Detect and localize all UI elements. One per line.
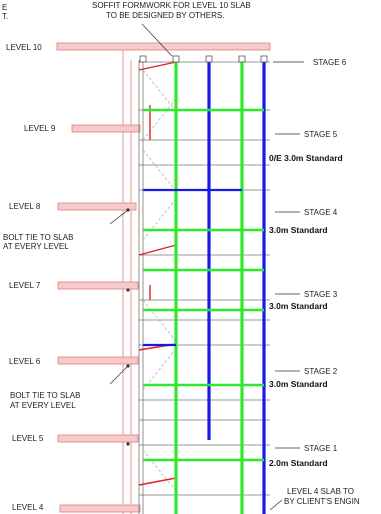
stage-3-standard: 3.0m Standard — [269, 301, 328, 311]
note-bolt-lower-2: AT EVERY LEVEL — [10, 401, 76, 410]
green-standards — [174, 62, 244, 514]
level-5-label: LEVEL 5 — [12, 434, 44, 443]
slab-level-4 — [59, 504, 141, 513]
bolt-ties — [126, 208, 130, 446]
slab-edges — [56, 42, 271, 513]
note-top-left-2: T. — [2, 12, 8, 21]
note-client-1: LEVEL 4 SLAB TO — [287, 487, 354, 496]
note-top-left-1: E — [2, 3, 7, 12]
stage-4-label: STAGE 4 — [304, 208, 338, 217]
scaffold-frame — [138, 60, 270, 514]
slab-level-6 — [57, 356, 139, 365]
slab-level-9 — [71, 124, 141, 133]
note-bolt-lower-1: BOLT TIE TO SLAB — [10, 391, 80, 400]
blue-members — [143, 188, 242, 347]
stage-1-standard: 2.0m Standard — [269, 458, 328, 468]
note-client-2: BY CLIENT'S ENGIN — [284, 497, 360, 506]
note-soffit-2: TO BE DESIGNED BY OTHERS. — [106, 11, 224, 20]
slab-level-7 — [57, 281, 139, 290]
red-members — [138, 61, 264, 486]
level-7-label: LEVEL 7 — [9, 281, 41, 290]
stage-6-label: STAGE 6 — [313, 58, 347, 67]
note-soffit-1: SOFFIT FORMWORK FOR LEVEL 10 SLAB — [92, 1, 251, 10]
level-8-label: LEVEL 8 — [9, 202, 41, 211]
green-ledgers — [143, 108, 264, 462]
stage-2-label: STAGE 2 — [304, 367, 338, 376]
level-4-label: LEVEL 4 — [12, 503, 44, 512]
slab-level-5 — [57, 434, 139, 443]
slab-level-8 — [57, 202, 137, 211]
stage-5-label: STAGE 5 — [304, 130, 338, 139]
note-bolt-upper-2: AT EVERY LEVEL — [3, 242, 69, 251]
leader-lines — [109, 23, 304, 511]
level-10-label: LEVEL 10 — [6, 43, 42, 52]
stage-3-label: STAGE 3 — [304, 290, 338, 299]
stage-5-standard: 0/E 3.0m Standard — [269, 153, 343, 163]
level-9-label: LEVEL 9 — [24, 124, 56, 133]
face-bracing — [142, 69, 176, 491]
stage-4-standard: 3.0m Standard — [269, 225, 328, 235]
blue-standards — [207, 62, 266, 514]
standard-caps — [139, 55, 268, 63]
level-6-label: LEVEL 6 — [9, 357, 41, 366]
stage-1-label: STAGE 1 — [304, 444, 338, 453]
note-bolt-upper-1: BOLT TIE TO SLAB — [3, 233, 73, 242]
stage-2-standard: 3.0m Standard — [269, 379, 328, 389]
